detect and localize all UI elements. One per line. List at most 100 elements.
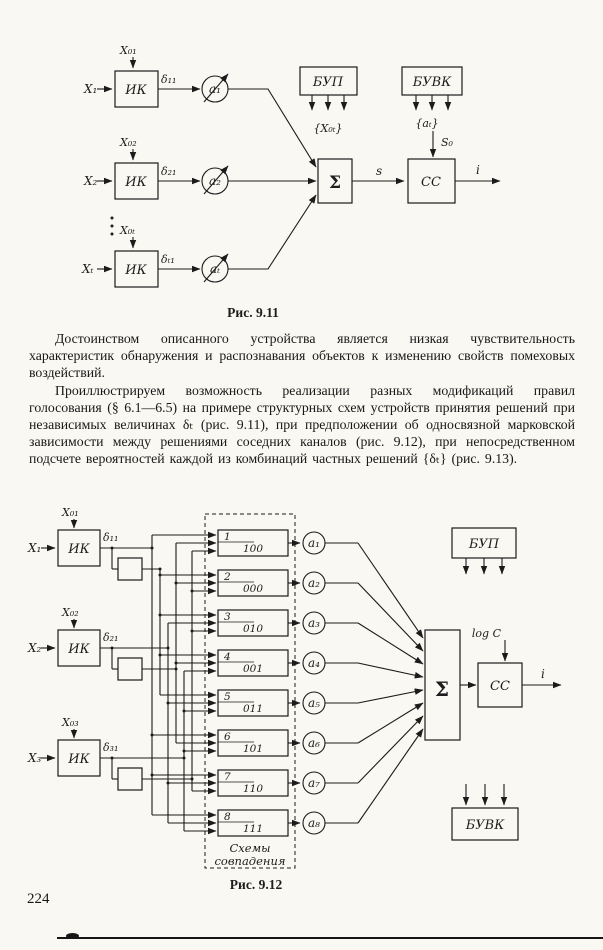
coincidence-label-line1: Схемы: [230, 841, 271, 855]
amp-label: a₃: [308, 616, 320, 630]
coincidence-cell-2: 2 000 a₂: [217, 569, 424, 652]
circle-shape: [150, 546, 154, 550]
circle-shape: [110, 216, 114, 220]
s-label: s: [376, 164, 382, 178]
inverter-box-2: [117, 657, 143, 681]
i-label: i: [541, 667, 545, 681]
ik-box-2-label: ИК: [67, 642, 90, 657]
ref-x01-label: X₀₁: [119, 44, 137, 57]
amp-label: a₈: [308, 816, 320, 830]
delta21-label: δ₂₁: [103, 631, 118, 644]
buvk-box: [451, 807, 519, 841]
cell-num: 3: [224, 611, 231, 623]
amp-label: a₅: [308, 696, 320, 710]
inverter-box-3: [117, 767, 143, 791]
fig911-channel-1: X₁ ИК X₀₁ δ₁₁ a₁: [83, 44, 317, 168]
fig911-caption: Рис. 9.11: [227, 305, 279, 320]
ref-x0t-label: X₀ₜ: [119, 224, 135, 237]
ik-box-3-label: ИК: [124, 263, 147, 278]
amp-label: a₆: [308, 736, 320, 750]
fig911-summator: Σ s СС i: [317, 158, 501, 204]
input-x1-label: X₁: [27, 541, 41, 555]
cell-num: 2: [223, 571, 231, 583]
coincidence-label-line2: совпадения: [214, 854, 285, 868]
coincidence-cell-8: 8 111 a₈: [217, 728, 424, 837]
cell-num: 8: [224, 811, 231, 823]
amp-label: a₂: [308, 576, 320, 590]
cell-code: 000: [243, 583, 263, 595]
sigma-label: Σ: [435, 677, 449, 701]
figure-9-12: X₁ ИК X₀₁ δ₁₁ X₂ ИК X₀₂ δ₂₁: [27, 506, 562, 892]
fig911-channel-3: Xₜ ИК X₀ₜ δₜ₁ aₜ: [81, 194, 317, 288]
delta31-label: δ₃₁: [103, 741, 118, 754]
input-x3-label: X₃: [27, 751, 42, 765]
scan-artifact-line: [57, 937, 603, 939]
cell-code: 111: [243, 823, 263, 835]
ref-x02-label: X₀₂: [61, 606, 79, 619]
line-shape: [357, 702, 424, 744]
amp-label: a₄: [308, 656, 320, 670]
cell-code: 100: [243, 543, 263, 555]
circle-shape: [182, 756, 186, 760]
fig912-summator: Σ СС log C i: [424, 627, 562, 741]
amp-label: a₇: [308, 776, 320, 790]
fig912-bup-unit: БУП: [451, 527, 517, 575]
cell-code: 010: [243, 623, 263, 635]
amp-label: a₁: [308, 536, 320, 550]
fig912-buvk-unit: БУВК: [451, 784, 519, 841]
wire-to-sum: [228, 194, 317, 270]
coincidence-cell-6: 6 101 a₆: [217, 702, 424, 757]
coincidence-cell-5: 5 011 a₅: [217, 688, 424, 717]
circle-shape: [110, 546, 114, 550]
line-shape: [357, 542, 424, 639]
s0-label: S₀: [441, 136, 454, 149]
set-x0t-label: {X₀ₜ}: [314, 122, 343, 135]
coincidence-cell-1: 1 100 a₁: [217, 529, 424, 639]
buvk-label: БУВК: [412, 75, 453, 90]
log-c-label: log C: [472, 627, 502, 640]
wire-to-sum: [228, 88, 317, 168]
ik-box-1-label: ИК: [124, 83, 147, 98]
fig912-caption: Рис. 9.12: [230, 877, 283, 892]
bup-label: БУП: [468, 537, 500, 552]
cc-label: СС: [421, 175, 441, 190]
circle-shape: [110, 232, 114, 236]
line-shape: [357, 715, 424, 784]
fig911-buvk-unit: БУВК {aₜ} S₀: [401, 66, 463, 158]
ref-x03-label: X₀₃: [61, 716, 79, 729]
cell-num: 6: [224, 731, 231, 743]
line-shape: [357, 728, 424, 824]
delta21-label: δ₂₁: [161, 165, 176, 178]
circle-shape: [158, 567, 162, 571]
body-text: Достоинством описанного устройства являе…: [29, 330, 575, 468]
cell-num: 4: [223, 651, 231, 663]
input-x2-label: X₂: [27, 641, 42, 655]
ik-box-1-label: ИК: [67, 542, 90, 557]
deltat1-label: δₜ₁: [161, 253, 175, 266]
delta11-label: δ₁₁: [103, 531, 118, 544]
cell-code: 001: [243, 663, 263, 675]
input-x2-label: X₂: [83, 174, 98, 188]
input-x1-label: X₁: [83, 82, 97, 96]
line-shape: [357, 688, 424, 704]
ik-box-3-label: ИК: [67, 752, 90, 767]
bup-label: БУП: [312, 75, 344, 90]
fig911-ellipsis-dots: [110, 216, 114, 236]
page-number: 224: [27, 891, 50, 907]
variability-arrow: [203, 73, 229, 103]
circle-shape: [110, 224, 114, 228]
ref-x01-label: X₀₁: [61, 506, 79, 519]
figure-9-11: X₁ ИК X₀₁ δ₁₁ a₁ X₂ ИК X₀₂ δ₂₁ a₂: [81, 44, 501, 320]
input-xt-label: Xₜ: [81, 262, 94, 276]
circle-shape: [166, 646, 170, 650]
cell-code: 011: [243, 703, 263, 715]
inverter-box-1: [117, 557, 143, 581]
scan-artifact-mark: [66, 933, 79, 939]
paragraph-1: Достоинством описанного устройства являе…: [29, 331, 575, 381]
fig912-coincidence-input-wires: [152, 531, 217, 835]
fig912-channel-2: X₂ ИК X₀₂ δ₂₁: [27, 543, 177, 823]
ref-x02-label: X₀₂: [119, 136, 137, 149]
ik-box-2-label: ИК: [124, 175, 147, 190]
line-shape: [357, 582, 424, 652]
